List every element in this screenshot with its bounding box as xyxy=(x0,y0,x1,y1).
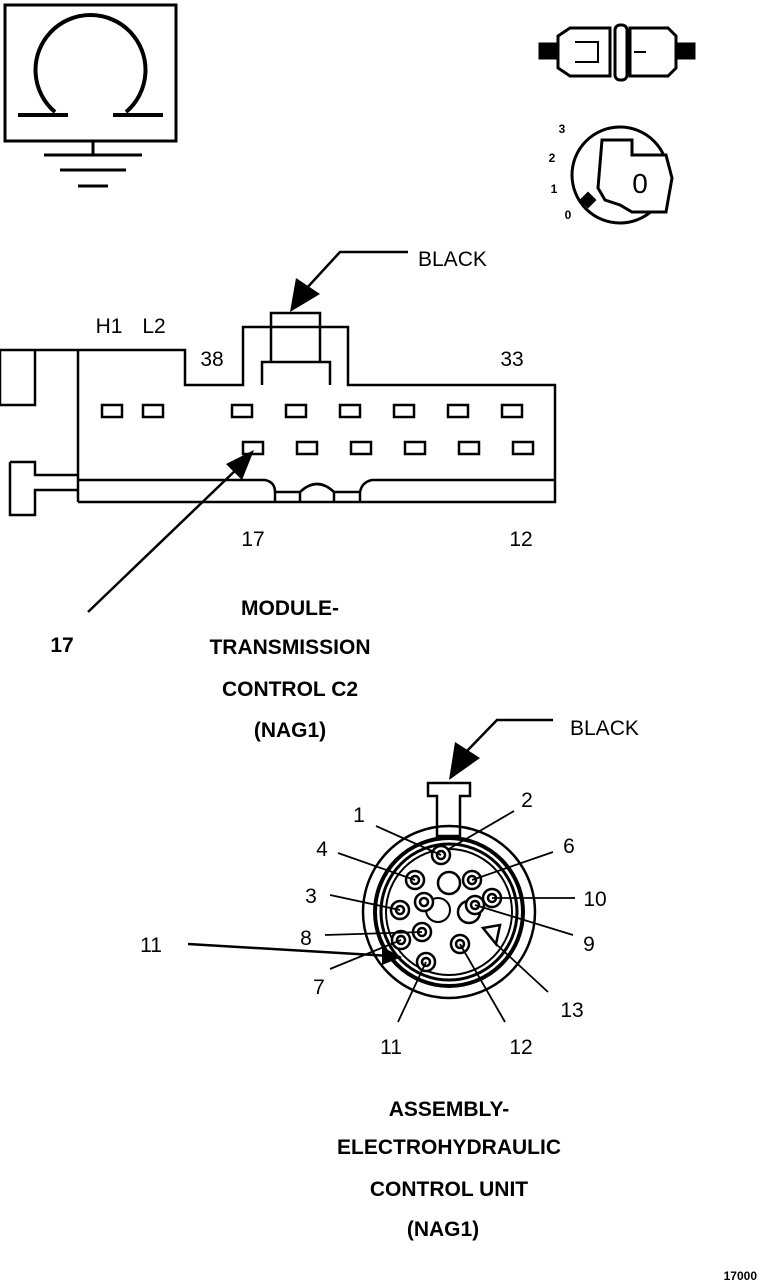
svg-text:MODULE-: MODULE- xyxy=(241,597,339,620)
ehcu-title: ASSEMBLY- ELECTROHYDRAULIC CONTROL UNIT … xyxy=(337,1098,561,1241)
inline-connector-icon xyxy=(538,23,696,82)
svg-text:ELECTROHYDRAULIC: ELECTROHYDRAULIC xyxy=(337,1136,561,1159)
svg-text:TRANSMISSION: TRANSMISSION xyxy=(209,636,370,659)
ehcu-label-10: 10 xyxy=(583,888,606,911)
ignition-position-0: 0 xyxy=(565,208,572,222)
c2-top-row-cavities xyxy=(100,403,524,419)
c2-cavity xyxy=(100,403,124,419)
svg-text:ASSEMBLY-: ASSEMBLY- xyxy=(389,1098,510,1121)
c2-label-38: 38 xyxy=(200,348,223,371)
ehcu-label-13: 13 xyxy=(560,999,583,1022)
c2-cavity xyxy=(141,403,165,419)
ehcu-label-7: 7 xyxy=(313,976,325,999)
ehcu-label-3: 3 xyxy=(305,885,317,908)
c2-pin-17-leader xyxy=(87,450,254,613)
ehcu-color-label: BLACK xyxy=(570,717,639,740)
ehcu-label-6: 6 xyxy=(563,835,575,858)
ignition-position-3: 3 xyxy=(559,122,566,136)
c2-cavity xyxy=(338,403,362,419)
c2-label-l2: L2 xyxy=(142,315,165,338)
ignition-key-icon: 0 3 2 1 0 xyxy=(549,122,674,225)
c2-label-17: 17 xyxy=(241,528,264,551)
ehcu-label-11-callout: 11 xyxy=(140,934,162,957)
ehcu-label-1: 1 xyxy=(353,804,365,827)
ignition-key-label: 0 xyxy=(632,168,648,199)
c2-label-h1: H1 xyxy=(96,315,123,338)
c2-color-leader xyxy=(290,250,408,312)
c2-cavity xyxy=(284,403,308,419)
ehcu-pin-11-arrow xyxy=(187,942,402,965)
c2-cavity xyxy=(230,403,254,419)
ehcu-connector-drawing xyxy=(361,781,537,1000)
c2-cavity xyxy=(511,440,535,456)
svg-text:CONTROL C2: CONTROL C2 xyxy=(222,678,358,701)
c2-color-label: BLACK xyxy=(418,248,487,271)
svg-text:CONTROL UNIT: CONTROL UNIT xyxy=(370,1178,528,1201)
svg-text:(NAG1): (NAG1) xyxy=(407,1218,479,1241)
ignition-position-1: 1 xyxy=(551,182,558,196)
ground-ohm-icon xyxy=(3,3,178,188)
ignition-position-2: 2 xyxy=(549,151,556,165)
figure-id: 17000 xyxy=(724,1269,758,1283)
ehcu-label-12: 12 xyxy=(509,1036,532,1059)
c2-label-33: 33 xyxy=(500,348,523,371)
ehcu-label-4: 4 xyxy=(316,838,328,861)
ehcu-pin xyxy=(413,891,435,913)
c2-callout-label: 17 xyxy=(50,634,73,657)
c2-cavity xyxy=(349,440,373,456)
c2-label-12: 12 xyxy=(509,528,532,551)
ehcu-pin-leaders xyxy=(324,810,575,1023)
c2-cavity xyxy=(241,440,265,456)
c2-bottom-row-cavities xyxy=(241,440,535,456)
c2-cavity xyxy=(446,403,470,419)
c2-cavity xyxy=(295,440,319,456)
ehcu-label-11: 11 xyxy=(380,1036,402,1059)
ehcu-pin xyxy=(415,951,437,973)
c2-cavity xyxy=(392,403,416,419)
connector-c2-drawing xyxy=(0,311,557,517)
c2-cavity xyxy=(457,440,481,456)
ehcu-label-2: 2 xyxy=(521,789,533,812)
c2-cavity xyxy=(403,440,427,456)
svg-text:(NAG1): (NAG1) xyxy=(254,719,326,742)
ehcu-pin xyxy=(390,929,412,951)
ehcu-label-9: 9 xyxy=(583,933,595,956)
c2-cavity xyxy=(500,403,524,419)
ehcu-label-8: 8 xyxy=(300,927,312,950)
c2-title: MODULE- TRANSMISSION CONTROL C2 (NAG1) xyxy=(209,597,370,742)
ehcu-color-leader xyxy=(449,718,553,780)
